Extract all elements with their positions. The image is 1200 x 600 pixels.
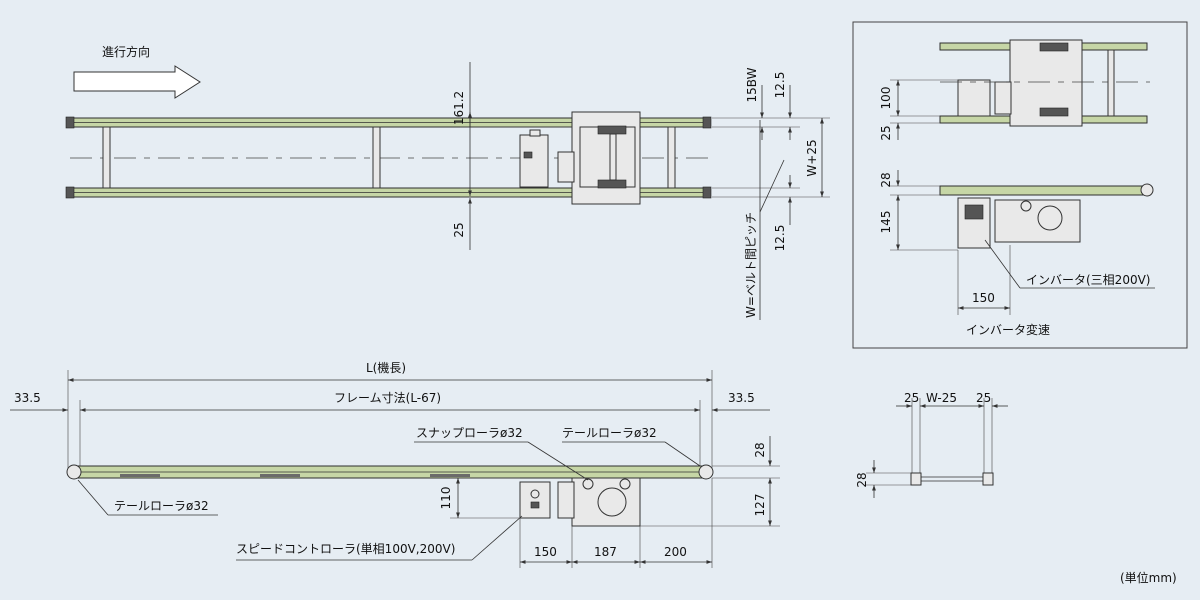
- speed-controller-plan: [519, 129, 549, 188]
- tail-roller-right-label: テールローラø32: [562, 426, 657, 440]
- dim-12-5-bot-label: 12.5: [773, 225, 787, 252]
- frame-label: フレーム寸法(L-67): [334, 391, 441, 405]
- direction-label: 進行方向: [102, 44, 150, 59]
- drive-unit-side: [557, 477, 641, 527]
- sec-25b-label: 25: [976, 391, 991, 405]
- section-view: 25 W-25 25 28: [855, 391, 1008, 498]
- sec-w25-label: W-25: [926, 391, 957, 405]
- inverter-plan-view: [939, 39, 1150, 127]
- direction-arrow-icon: [73, 65, 201, 99]
- inv-dim-150-label: 150: [972, 291, 995, 305]
- plan-view: 進行方向: [65, 44, 830, 320]
- dim-28-right-label: 28: [753, 442, 767, 457]
- unit-label: (単位mm): [1120, 570, 1177, 585]
- inv-dim-145-label: 145: [879, 211, 893, 234]
- dim-187-label: 187: [594, 545, 617, 559]
- length-label: L(機長): [366, 360, 406, 375]
- inverter-detail: 100 25 28 145 150 インバータ(三相200V) インバータ変速: [852, 21, 1188, 349]
- side-view: L(機長) フレーム寸法(L-67) 33.5 33.5: [10, 360, 780, 568]
- inverter-side-view: [939, 183, 1154, 249]
- speed-controller-side: [519, 481, 551, 519]
- dim-25-left-label: 25: [452, 222, 466, 237]
- dim-127-label: 127: [753, 494, 767, 517]
- snap-roller-label: スナップローラø32: [416, 426, 523, 440]
- dim-110-label: 110: [439, 487, 453, 510]
- tail-roller-left-label: テールローラø32: [114, 499, 209, 513]
- inv-dim-28-label: 28: [879, 172, 893, 187]
- inverter-label: インバータ(三相200V): [1026, 273, 1150, 287]
- dim-33-5-left-label: 33.5: [14, 391, 41, 405]
- inverter-title: インバータ変速: [966, 322, 1050, 337]
- inv-dim-25-label: 25: [879, 125, 893, 140]
- sec-28-label: 28: [855, 472, 869, 487]
- dim-150-label: 150: [534, 545, 557, 559]
- dim-161-label: 161.2: [452, 91, 466, 125]
- sec-25a-label: 25: [904, 391, 919, 405]
- dim-33-5-right-label: 33.5: [728, 391, 755, 405]
- w-pitch-label: W=ベルト間ピッチ: [744, 212, 758, 318]
- dim-15bw-label: 15BW: [745, 67, 759, 102]
- inv-dim-100-label: 100: [879, 87, 893, 110]
- dim-200-label: 200: [664, 545, 687, 559]
- speed-controller-label: スピードコントローラ(単相100V,200V): [236, 542, 455, 556]
- drive-unit-plan: [557, 111, 641, 205]
- side-belt: [66, 464, 714, 480]
- dim-w-plus-label: W+25: [805, 139, 819, 176]
- cross-braces: [102, 126, 676, 189]
- dim-12-5-top-label: 12.5: [773, 72, 787, 99]
